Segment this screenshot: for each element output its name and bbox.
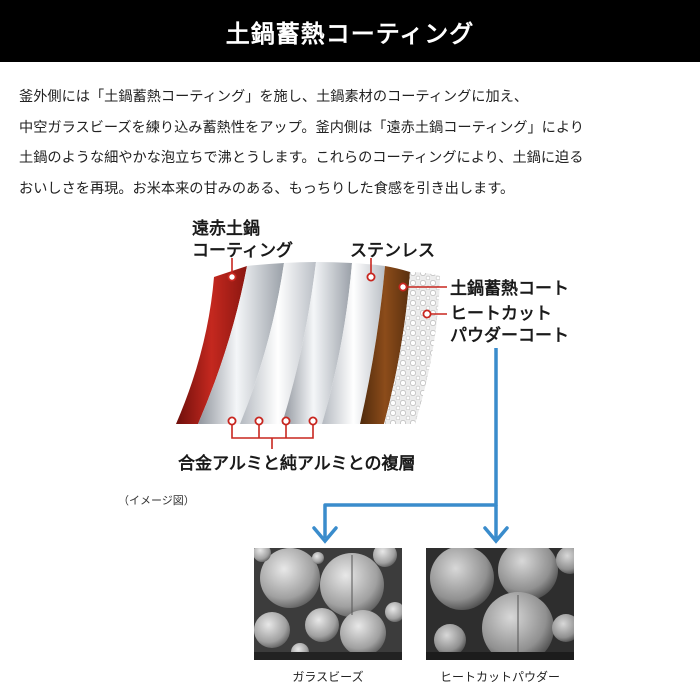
page-title: 土鍋蓄熱コーティング: [225, 19, 475, 48]
layer-alloy-2: [240, 262, 316, 424]
title-bar: 土鍋蓄熱コーティング: [0, 0, 700, 62]
label-far-infrared-line2: コーティング: [192, 240, 293, 261]
caption-heat-cut-powder: ヒートカットパウダー: [440, 669, 560, 684]
arrow-connector: [323, 348, 498, 538]
layer-alloy-3: [282, 262, 352, 424]
photo-heat-cut-powder: [426, 548, 574, 660]
intro-line: 土鍋のような細やかな泡立ちで沸とうします。これらのコーティングにより、土鍋に迫る: [19, 150, 584, 166]
layer-alloy-4: [322, 263, 385, 424]
label-image-note: （イメージ図）: [118, 494, 195, 507]
arrow-heads: [312, 526, 509, 544]
label-heat-cut-line2: パウダーコート: [450, 325, 569, 346]
intro-line: 中空ガラスビーズを練り込み蓄熱性をアップ。釜内側は「遠赤土鍋コーティング」により: [19, 119, 584, 136]
label-heat-cut-line1: ヒートカット: [450, 304, 552, 324]
label-far-infrared-line1: 遠赤土鍋: [192, 218, 260, 239]
intro-line: おいしさを再現。お米本来の甘みのある、もっちりした食感を引き出します。: [19, 180, 515, 197]
intro-line: 釜外側には「土鍋蓄熱コーティング」を施し、土鍋素材のコーティングに加え、: [19, 89, 529, 105]
label-heat-storage-coat: 土鍋蓄熱コート: [450, 278, 569, 299]
label-stainless: ステンレス: [350, 241, 435, 261]
layer-alloy-1: [198, 263, 284, 424]
label-composite-aluminum: 合金アルミと純アルミとの複層: [178, 453, 416, 474]
photo-glass-beads: [254, 548, 402, 660]
arrow-down-left-icon: [312, 526, 338, 544]
layer-bands: [176, 262, 440, 424]
layer-far-infrared: [176, 266, 247, 424]
caption-glass-beads: ガラスビーズ: [292, 669, 363, 684]
arrow-down-right-icon: [483, 526, 509, 544]
layer-stainless: [360, 266, 410, 424]
intro-text: 釜外側には「土鍋蓄熱コーティング」を施し、土鍋素材のコーティングに加え、 中空ガ…: [19, 82, 684, 204]
leader-dots: [227, 272, 432, 426]
